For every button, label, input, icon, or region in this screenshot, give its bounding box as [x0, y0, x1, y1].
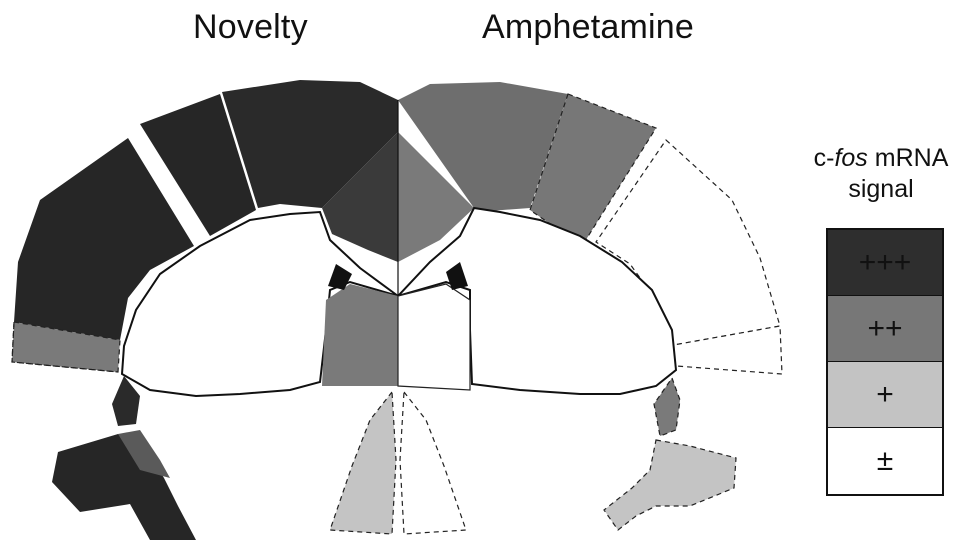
legend-label-2: ++ — [867, 312, 902, 346]
legend-box: +++ ++ + ± — [826, 228, 944, 496]
right-septum — [398, 284, 470, 390]
legend-heading-suffix: mRNA — [868, 144, 949, 172]
right-ventral-midline — [400, 392, 466, 534]
legend-heading-prefix: c- — [814, 144, 835, 172]
left-ventral-midline — [330, 392, 396, 534]
legend-label-3: + — [876, 378, 894, 412]
legend-label-4: ± — [877, 444, 893, 478]
legend-label-1: +++ — [859, 246, 912, 280]
legend-level-1: +++ — [828, 230, 942, 296]
legend-heading-line2: signal — [848, 175, 913, 203]
legend-heading: c-fos mRNA signal — [806, 143, 956, 205]
right-lower-lobe — [604, 440, 736, 530]
legend-level-4: ± — [828, 428, 942, 494]
right-lower-lateral — [654, 378, 680, 436]
left-lower-lateral-dark — [112, 376, 140, 426]
left-septum — [322, 284, 398, 386]
legend-heading-italic: fos — [834, 144, 867, 172]
legend-level-3: + — [828, 362, 942, 428]
legend-level-2: ++ — [828, 296, 942, 362]
left-lower-lobe — [52, 434, 196, 540]
